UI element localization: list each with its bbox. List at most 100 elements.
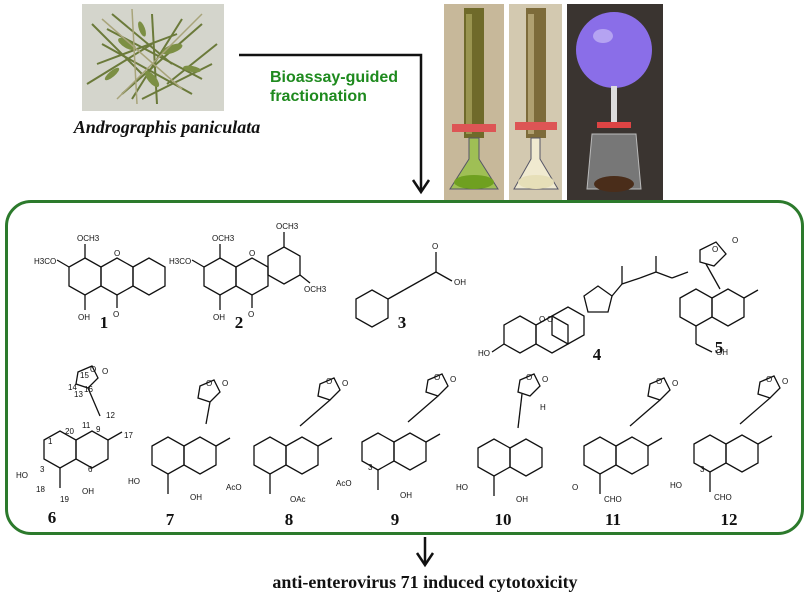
- structure-12: [693, 375, 781, 492]
- process-label: Bioassay-guided fractionation: [270, 68, 398, 106]
- c8-ring-o: O: [326, 377, 332, 386]
- c10-carbonyl-o: O: [542, 375, 548, 384]
- c6-ring-o: O: [90, 365, 96, 374]
- column-photo-3: [567, 4, 663, 200]
- plant-name: Andrographis paniculata: [73, 117, 261, 137]
- compound-number-2: 2: [234, 313, 244, 332]
- c1-oh: OH: [78, 313, 90, 322]
- bottom-arrow: [415, 537, 435, 568]
- plant-material-illustration: [82, 4, 224, 111]
- structure-10: [477, 373, 543, 496]
- c5-oh: OH: [716, 348, 728, 357]
- structure-9: [361, 373, 449, 490]
- c10-ho: HO: [456, 483, 468, 492]
- compound-number-5: 5: [714, 338, 724, 357]
- c6-pos-3: 3: [40, 465, 45, 474]
- structure-3: [355, 252, 453, 328]
- c6-pos-1: 1: [48, 437, 53, 446]
- column-illustration-2: [509, 4, 562, 200]
- c12-pos-3: 3: [700, 465, 705, 474]
- c12-ring-o: O: [766, 375, 772, 384]
- c6-pos-19: 19: [60, 495, 69, 504]
- compound-number-4: 4: [592, 345, 602, 364]
- c11-cho: CHO: [604, 495, 622, 504]
- c9-pos-3: 3: [368, 463, 373, 472]
- top-arrow: [239, 53, 431, 195]
- c3-carbonyl-o: O: [432, 242, 438, 251]
- structure-7: [151, 379, 231, 494]
- compound-number-6: 6: [47, 508, 57, 527]
- c6-pos-11: 11: [82, 421, 91, 430]
- result-label: anti-enterovirus 71 induced cytotoxicity: [272, 572, 578, 592]
- c1-och3: OCH3: [77, 234, 100, 243]
- c3-oh: OH: [454, 278, 466, 287]
- compound-number-11: 11: [604, 510, 622, 529]
- process-label-line2: fractionation: [270, 88, 367, 105]
- c2-och3-a: OCH3: [212, 234, 235, 243]
- c8-oac: OAc: [290, 495, 306, 504]
- structure-1: [56, 244, 166, 310]
- column-illustration-1: [444, 4, 504, 200]
- c4-o-a: O: [539, 315, 545, 324]
- c1-ring-o: O: [114, 249, 120, 258]
- column-photo-2: [509, 4, 562, 200]
- process-label-line1: Bioassay-guided: [270, 69, 399, 86]
- c8-aco: AcO: [226, 483, 242, 492]
- c10-ring-o: O: [526, 373, 532, 382]
- c6-pos-14: 14: [68, 383, 77, 392]
- c9-carbonyl-o: O: [450, 375, 456, 384]
- compounds-frame: [5, 200, 804, 535]
- c7-ho: HO: [128, 477, 140, 486]
- c2-oh: OH: [213, 313, 225, 322]
- c12-ho: HO: [670, 481, 682, 490]
- structure-2: [191, 232, 311, 310]
- c2-ring-o: O: [249, 249, 255, 258]
- structure-4: [491, 256, 689, 354]
- structure-6: [43, 365, 123, 488]
- c11-carbonyl-o: O: [672, 379, 678, 388]
- c6-pos-12: 12: [106, 411, 115, 420]
- column-photo-1: [444, 4, 504, 200]
- c6-ho: HO: [16, 471, 28, 480]
- compound-number-3: 3: [397, 313, 407, 332]
- c6-pos-15: 15: [80, 371, 89, 380]
- c6-oh: OH: [82, 487, 94, 496]
- c2-och3-b: OCH3: [276, 222, 299, 231]
- structure-8: [253, 377, 341, 494]
- c7-oh: OH: [190, 493, 202, 502]
- c4-ho: HO: [478, 349, 490, 358]
- c9-oh: OH: [400, 491, 412, 500]
- c1-ketone-o: O: [113, 310, 119, 319]
- c6-carbonyl-o: O: [102, 367, 108, 376]
- c1-h3co: H3CO: [34, 257, 56, 266]
- c4-o-b: O: [547, 315, 553, 324]
- c6-pos-16: 16: [84, 385, 93, 394]
- structure-11: [583, 377, 671, 494]
- compound-number-12: 12: [720, 510, 738, 529]
- c6-pos-20: 20: [65, 427, 74, 436]
- c11-ring-o: O: [656, 377, 662, 386]
- c6-pos-13: 13: [74, 390, 83, 399]
- compound-number-1: 1: [99, 313, 109, 332]
- c9-ring-o: O: [434, 373, 440, 382]
- c2-och3-c: OCH3: [304, 285, 327, 294]
- c5-carbonyl-o: O: [732, 236, 738, 245]
- balloon-setup-illustration: [567, 4, 663, 200]
- c2-ketone-o: O: [248, 310, 254, 319]
- c5-ring-o: O: [712, 245, 718, 254]
- compound-number-10: 10: [494, 510, 512, 529]
- c12-carbonyl-o: O: [782, 377, 788, 386]
- c7-carbonyl-o: O: [222, 379, 228, 388]
- compound-number-8: 8: [284, 510, 294, 529]
- c6-pos-9: 9: [96, 425, 101, 434]
- structure-5: [679, 241, 759, 353]
- c8-carbonyl-o: O: [342, 379, 348, 388]
- c10-oh: OH: [516, 495, 528, 504]
- c6-pos-18: 18: [36, 485, 45, 494]
- c2-h3co: H3CO: [169, 257, 191, 266]
- c7-ring-o: O: [206, 379, 212, 388]
- c9-aco: AcO: [336, 479, 352, 488]
- c11-ketone-o: O: [572, 483, 578, 492]
